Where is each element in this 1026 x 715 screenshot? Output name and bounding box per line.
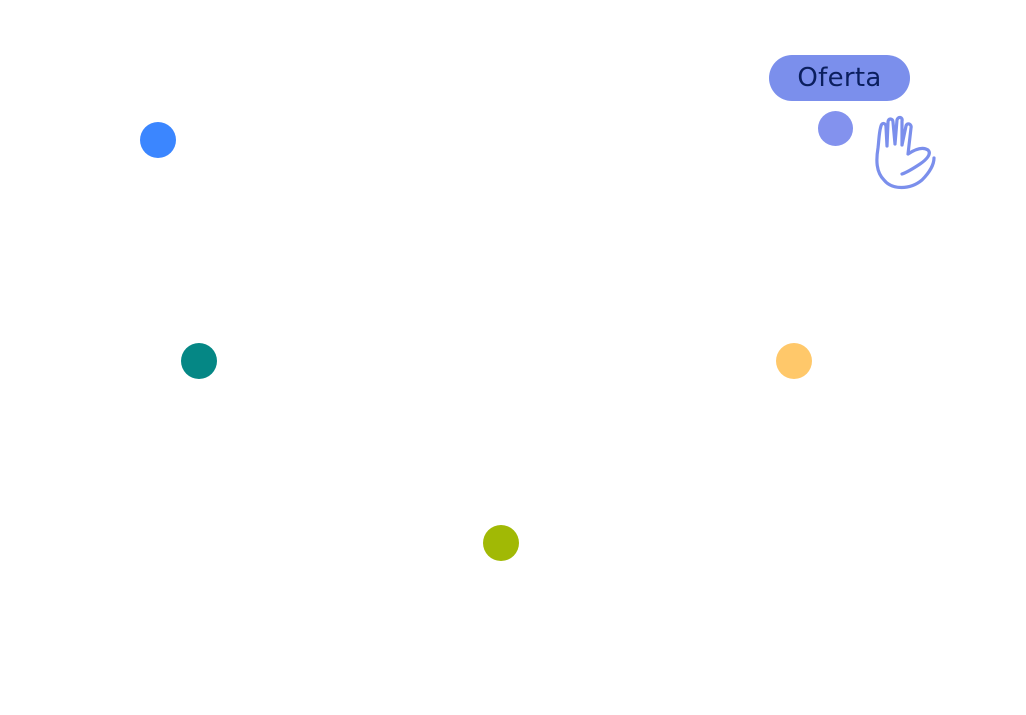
teal-dot (181, 343, 217, 379)
offer-badge-label: Oferta (797, 63, 882, 93)
waving-hand-icon (875, 115, 936, 190)
blue-dot (140, 122, 176, 158)
yellow-dot (776, 343, 812, 379)
periwinkle-dot (818, 111, 853, 146)
offer-badge[interactable]: Oferta (769, 55, 910, 101)
lime-dot (483, 525, 519, 561)
